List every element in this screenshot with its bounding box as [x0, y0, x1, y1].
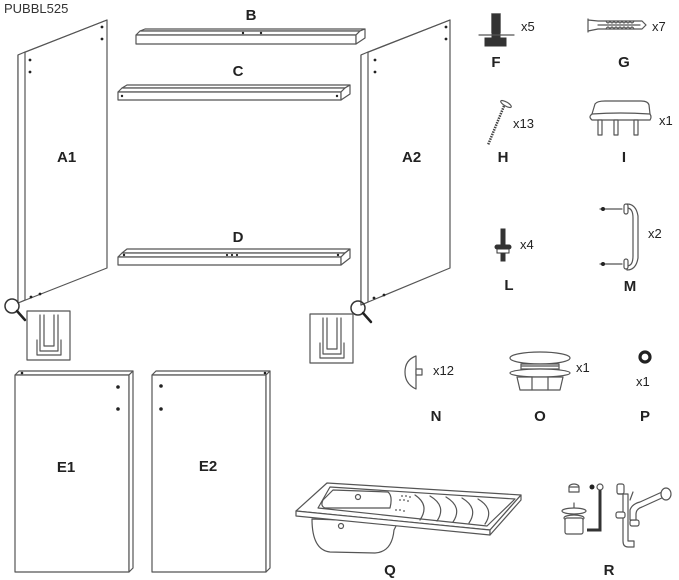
hardware-n-quantity: x12 [433, 363, 454, 378]
magnifier-a1 [4, 298, 71, 361]
hardware-o-label: O [534, 408, 546, 425]
hardware-l: x4 L [494, 228, 534, 294]
sink-q: Q [295, 482, 522, 579]
cam-dowel-icon [478, 13, 515, 47]
hardware-o-quantity: x1 [576, 360, 590, 375]
rail-c-label: C [233, 63, 244, 80]
panel-a2: A2 [360, 19, 451, 306]
hardware-h-label: H [498, 149, 509, 166]
handle-icon [599, 203, 639, 271]
rail-d-label: D [233, 229, 244, 246]
hardware-f-quantity: x5 [521, 19, 535, 34]
rail-b-label: B [246, 7, 257, 24]
drain-trap-icon [561, 483, 672, 548]
washer-icon [638, 350, 652, 364]
hardware-o: x1 O [509, 351, 590, 425]
sink-icon [295, 482, 522, 554]
panel-a2-label: A2 [402, 149, 421, 166]
magnifier-a2 [309, 300, 373, 364]
hardware-i-quantity: x1 [659, 113, 673, 128]
door-e2: E2 [151, 370, 271, 573]
cover-cap-icon [404, 355, 423, 390]
rail-b: B [135, 7, 366, 45]
hardware-i: x1 I [589, 100, 673, 166]
hardware-g-quantity: x7 [652, 19, 666, 34]
hardware-i-label: I [622, 149, 626, 166]
peg-icon [494, 228, 512, 262]
drain-kit-r-label: R [604, 562, 615, 579]
hardware-p: x1 P [636, 350, 652, 425]
panel-a1: A1 [17, 19, 108, 304]
hardware-l-quantity: x4 [520, 237, 534, 252]
hardware-m-quantity: x2 [648, 226, 662, 241]
hardware-h: x13 H [486, 99, 534, 166]
hardware-g: x7 G [587, 18, 666, 71]
hardware-f-label: F [491, 54, 500, 71]
sink-q-label: Q [384, 562, 396, 579]
rail-d: D [117, 229, 351, 266]
hardware-m: x2 M [599, 203, 662, 295]
model-code: PUBBL525 [4, 1, 68, 16]
wall-plug-icon [587, 18, 647, 33]
drain-plug-icon [509, 351, 571, 391]
hardware-h-quantity: x13 [513, 116, 534, 131]
hardware-l-label: L [504, 277, 513, 294]
drain-kit-r: R [561, 483, 672, 579]
door-e2-label: E2 [199, 458, 217, 475]
hardware-p-label: P [640, 408, 650, 425]
hardware-m-label: M [624, 278, 637, 295]
door-e1: E1 [14, 370, 134, 573]
screw-icon [486, 99, 512, 146]
door-e1-label: E1 [57, 459, 75, 476]
shelf-support-icon [589, 100, 652, 136]
hardware-n: x12 N [404, 355, 454, 425]
rail-c: C [117, 63, 351, 101]
hardware-g-label: G [618, 54, 630, 71]
panel-a1-label: A1 [57, 149, 76, 166]
hardware-p-quantity: x1 [636, 374, 650, 389]
hardware-f: x5 F [478, 13, 535, 71]
hardware-n-label: N [431, 408, 442, 425]
